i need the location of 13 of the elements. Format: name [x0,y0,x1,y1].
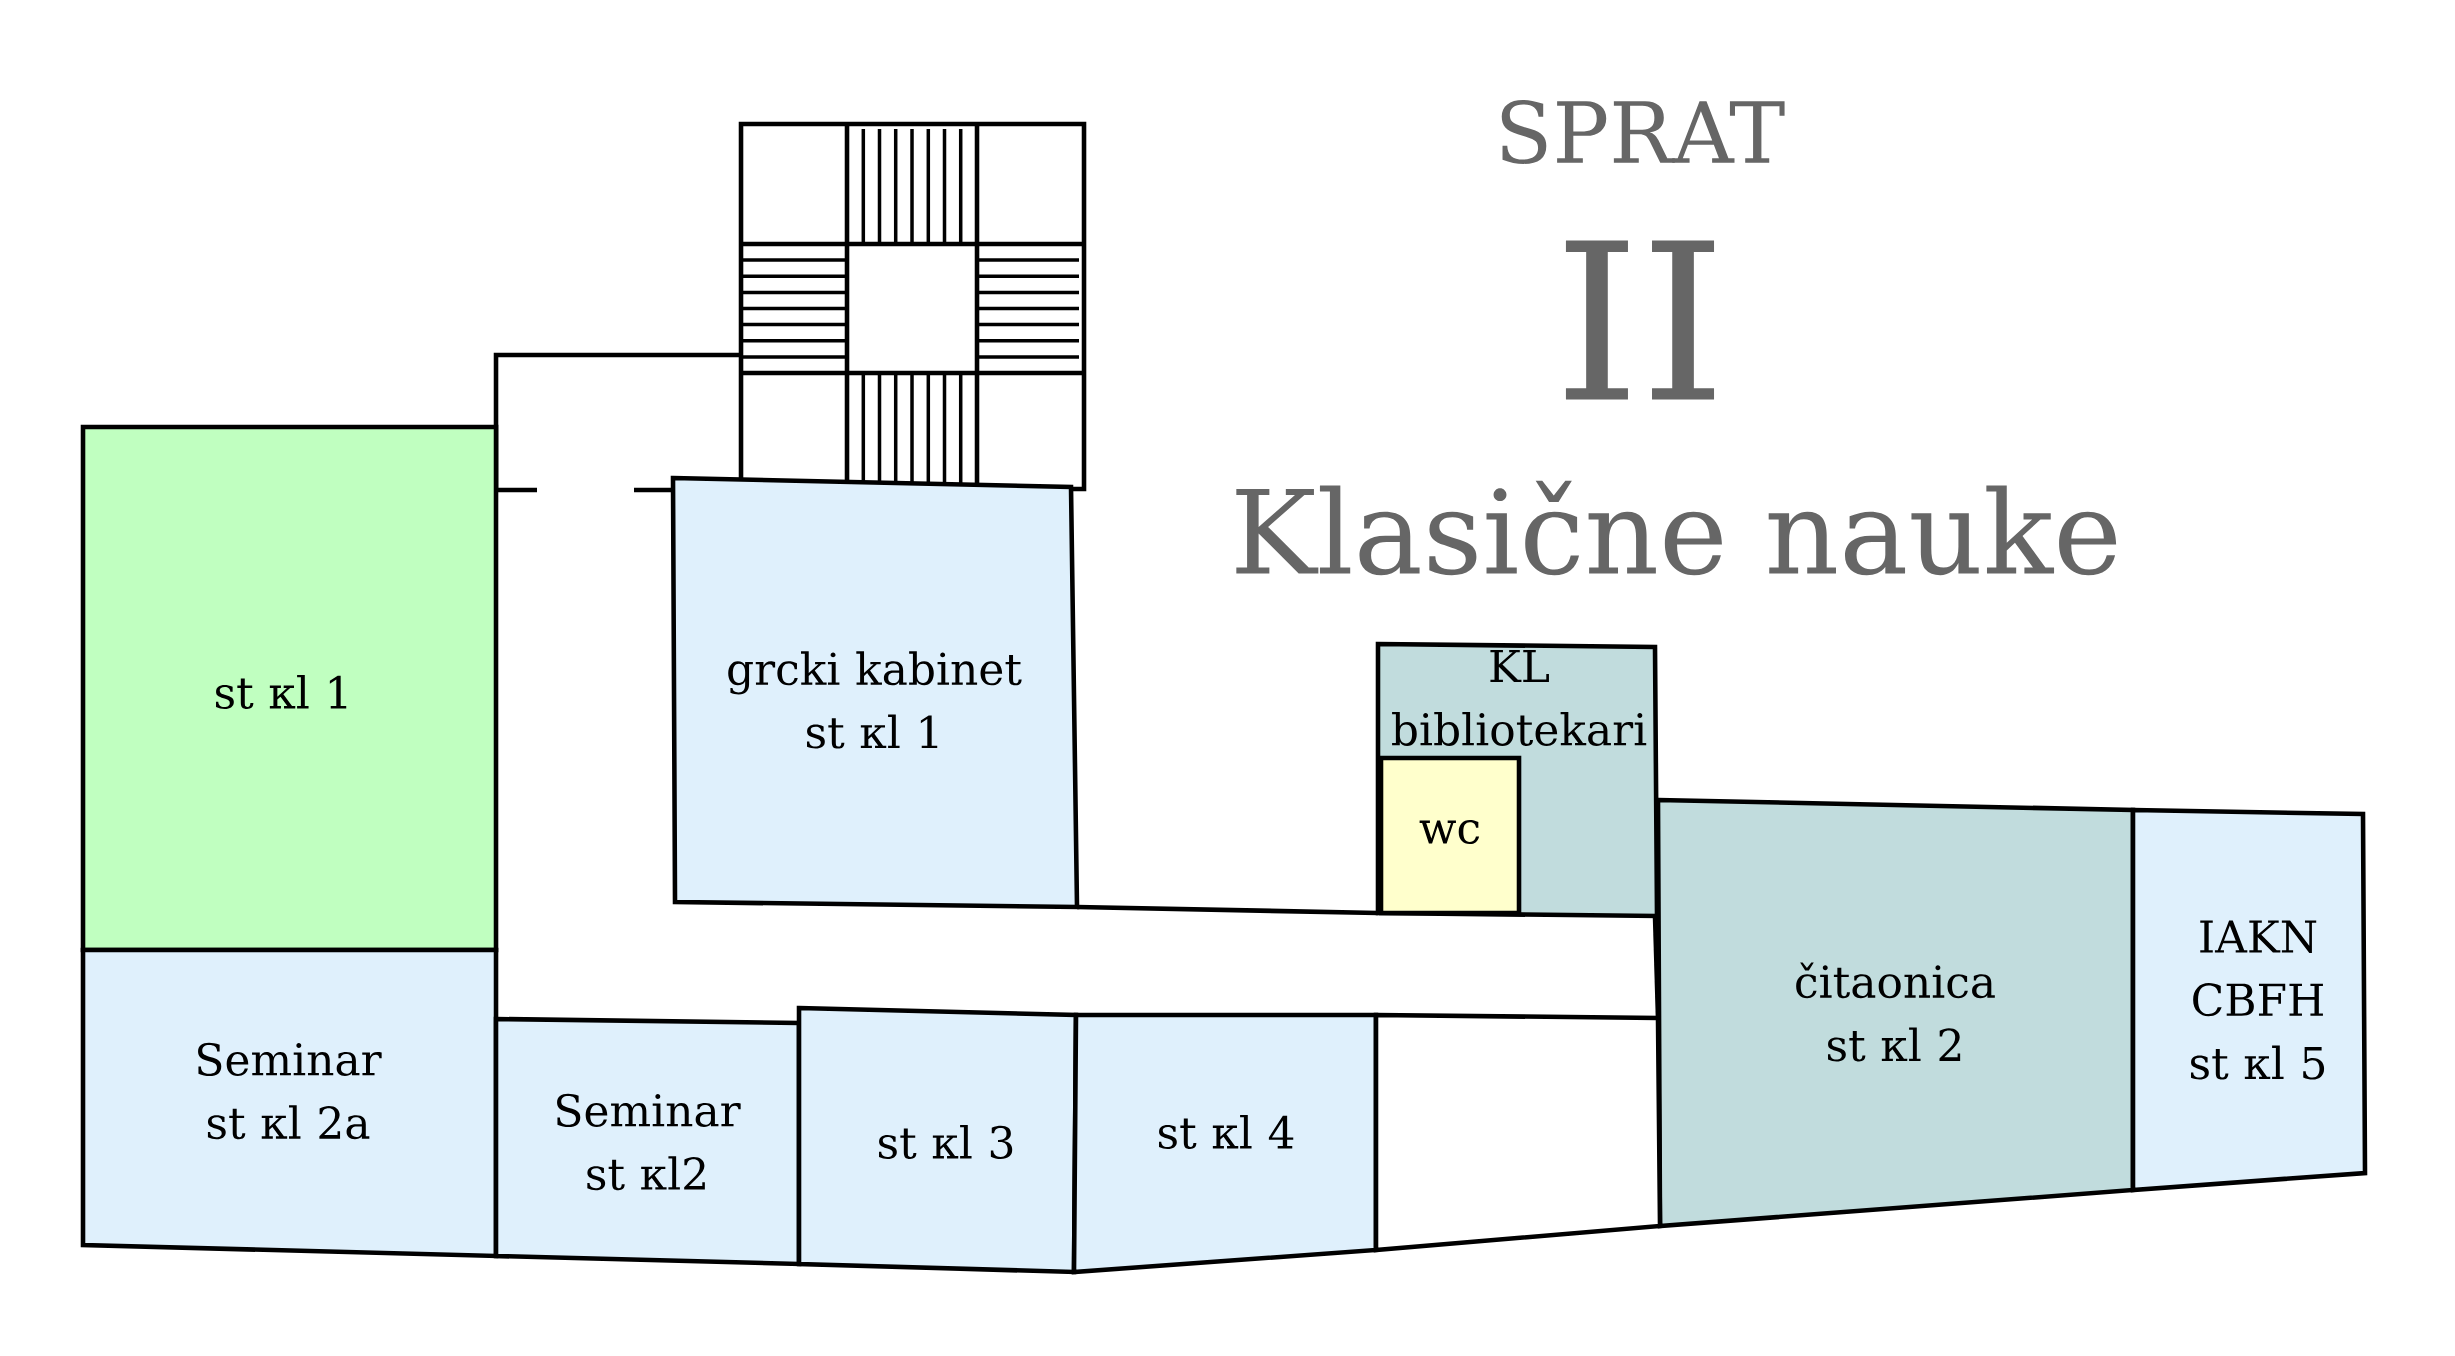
room: čitaonica st κl 2 [1655,797,2136,1229]
room: st κl 4 [1071,1012,1379,1275]
room: wc [1378,755,1522,916]
heading-text: II [1565,240,1715,400]
title: Klasične nauke [1236,480,2117,576]
room: grcki kabinet st κl 1 [670,475,1080,910]
room: st κl 3 [796,1005,1079,1275]
room: Seminar st κl 2a [80,947,499,1259]
room: IAKN CBFH st κl 5 [2130,807,2368,1193]
room [1373,1012,1663,1253]
room: st κl 1 [80,424,499,953]
heading-text: SPRAT [1501,100,1785,164]
room: Seminar st κl2 [493,1016,802,1267]
